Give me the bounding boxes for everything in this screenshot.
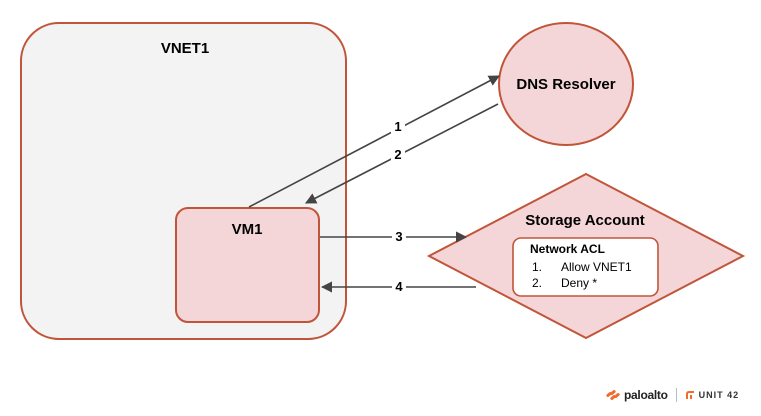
dns-resolver-label: DNS Resolver <box>516 76 615 93</box>
arrow-4-label-bg <box>392 279 406 294</box>
arrow-1-label: 1 <box>394 119 401 134</box>
unit42-text: UNIT 42 <box>698 390 740 400</box>
vm-box <box>175 207 320 323</box>
arrow-3-label: 3 <box>395 229 402 244</box>
storage-account-label: Storage Account <box>525 212 644 229</box>
network-acl-box <box>512 237 659 297</box>
paloalto-unit42-logo: paloalto UNIT 42 <box>606 386 739 404</box>
arrow-1-label-bg <box>391 119 405 134</box>
logo-divider <box>675 388 677 402</box>
acl-rule-1-text: Allow VNET1 <box>561 260 632 274</box>
arrow-2-label-bg <box>391 147 405 162</box>
acl-rule-2-text: Deny * <box>561 276 597 290</box>
arrow-3-label-bg <box>392 229 406 244</box>
arrow-4-label: 4 <box>395 279 403 294</box>
vm-label: VM1 <box>232 221 263 238</box>
network-acl-title: Network ACL <box>530 242 605 256</box>
paloalto-logo-icon <box>606 390 620 400</box>
acl-rule-2-num: 2. <box>532 276 542 290</box>
unit42-logo-icon <box>685 391 694 399</box>
arrow-2-label: 2 <box>394 147 401 162</box>
paloalto-brand-text: paloalto <box>624 388 668 402</box>
vnet-label: VNET1 <box>161 40 209 57</box>
acl-rule-1-num: 1. <box>532 260 542 274</box>
arrow-1 <box>248 75 500 208</box>
